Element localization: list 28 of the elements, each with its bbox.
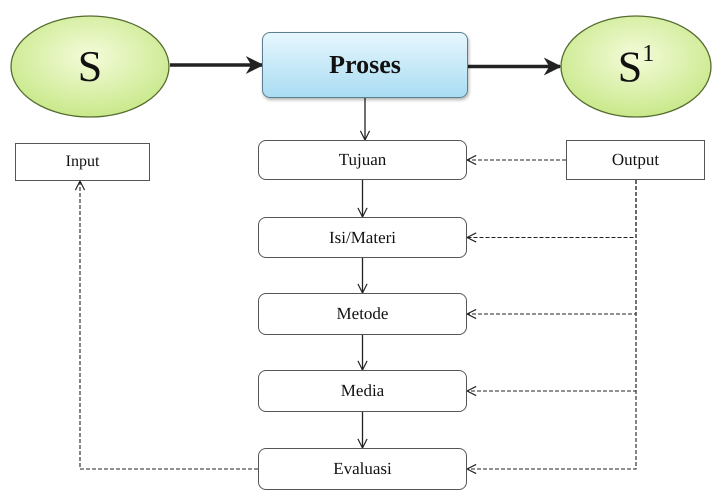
node-label: Metode xyxy=(336,304,388,324)
node-label: Media xyxy=(340,381,384,401)
node-label: Tujuan xyxy=(338,150,386,170)
arrow xyxy=(360,98,370,141)
node-label: Isi/Materi xyxy=(328,228,396,248)
dashed-arrow xyxy=(466,180,637,474)
node-label: Proses xyxy=(329,50,401,80)
node-label: Output xyxy=(612,150,660,170)
node-label: Input xyxy=(66,153,100,171)
node-label: Evaluasi xyxy=(333,459,392,479)
step-box xyxy=(258,293,467,335)
step-box xyxy=(566,140,705,180)
dashed-arrow xyxy=(74,180,258,470)
node-label: S xyxy=(78,41,102,92)
step-box xyxy=(258,448,467,490)
step-box xyxy=(258,140,467,180)
arrow xyxy=(357,258,368,294)
step-box xyxy=(15,143,150,181)
dashed-arrow xyxy=(466,154,566,166)
arrow xyxy=(468,58,562,76)
arrow xyxy=(357,412,368,449)
arrow xyxy=(357,180,368,218)
node-label: S$^{1}$ xyxy=(618,40,654,93)
arrow xyxy=(170,56,264,74)
process-box xyxy=(262,32,468,98)
step-box xyxy=(258,370,467,412)
step-box xyxy=(258,217,467,258)
arrow xyxy=(357,335,368,371)
